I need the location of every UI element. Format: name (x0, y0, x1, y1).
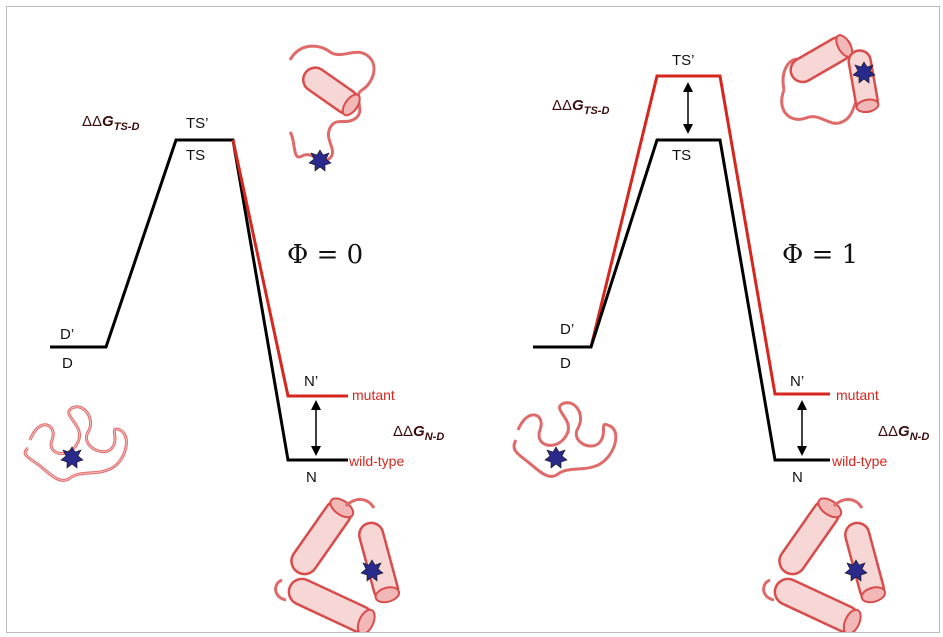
right-n-prime-label: N’ (790, 373, 804, 390)
left-ddg-n-d-label: ΔΔGN-D (393, 423, 444, 443)
left-native-mutation-icon (360, 559, 384, 582)
right-panel: ΔΔGTS-D TS’ TS D’ D N’ N Φ = 1 mutant wi… (512, 34, 929, 632)
left-d-prime-label: D’ (60, 326, 74, 343)
left-ts-mutation-icon (308, 149, 332, 172)
right-wildtype-profile (533, 138, 830, 462)
left-unfolded-mutation-icon (60, 446, 84, 469)
right-ts-prime-label: TS’ (672, 52, 695, 69)
left-wildtype-profile (50, 138, 348, 462)
right-ts-protein (780, 34, 880, 125)
left-mutant-label: mutant (352, 387, 395, 403)
left-n-prime-label: N’ (304, 373, 318, 390)
right-mutant-label: mutant (836, 387, 879, 403)
right-ddg-tsd-arrow (683, 82, 693, 134)
left-wildtype-label: wild-type (348, 453, 404, 469)
left-ts-prime-label: TS’ (186, 115, 209, 132)
right-ts-mutation-icon (852, 61, 876, 84)
left-ddg-nd-arrow (311, 400, 321, 456)
right-n-label: N (792, 469, 803, 486)
right-d-label: D (560, 355, 571, 372)
right-wildtype-label: wild-type (831, 453, 887, 469)
right-unfolded-mutation-icon (544, 446, 568, 469)
right-phi-label: Φ = 1 (782, 240, 858, 270)
right-unfolded-protein (512, 401, 618, 478)
left-d-label: D (62, 355, 73, 372)
right-ddg-nd-arrow (797, 400, 807, 456)
left-mutant-descent (231, 139, 348, 398)
left-unfolded-protein (23, 405, 128, 482)
left-n-label: N (306, 469, 317, 486)
right-native-mutation-icon (844, 559, 868, 582)
right-native-protein (762, 497, 887, 632)
right-ts-label: TS (672, 147, 691, 164)
right-ddg-ts-d-label: ΔΔGTS-D (552, 97, 609, 117)
left-ts-label: TS (186, 147, 205, 164)
left-ddg-ts-d-label: ΔΔGTS-D (82, 113, 139, 133)
left-native-protein (274, 497, 401, 632)
right-d-prime-label: D’ (560, 321, 574, 338)
right-mutant-profile (589, 74, 830, 396)
left-panel: ΔΔGTS-D TS’ TS D’ D N’ N Φ = 0 mutant wi… (23, 44, 444, 632)
left-phi-label: Φ = 0 (287, 240, 363, 270)
left-ts-protein (288, 44, 376, 172)
right-ddg-n-d-label: ΔΔGN-D (878, 423, 929, 443)
